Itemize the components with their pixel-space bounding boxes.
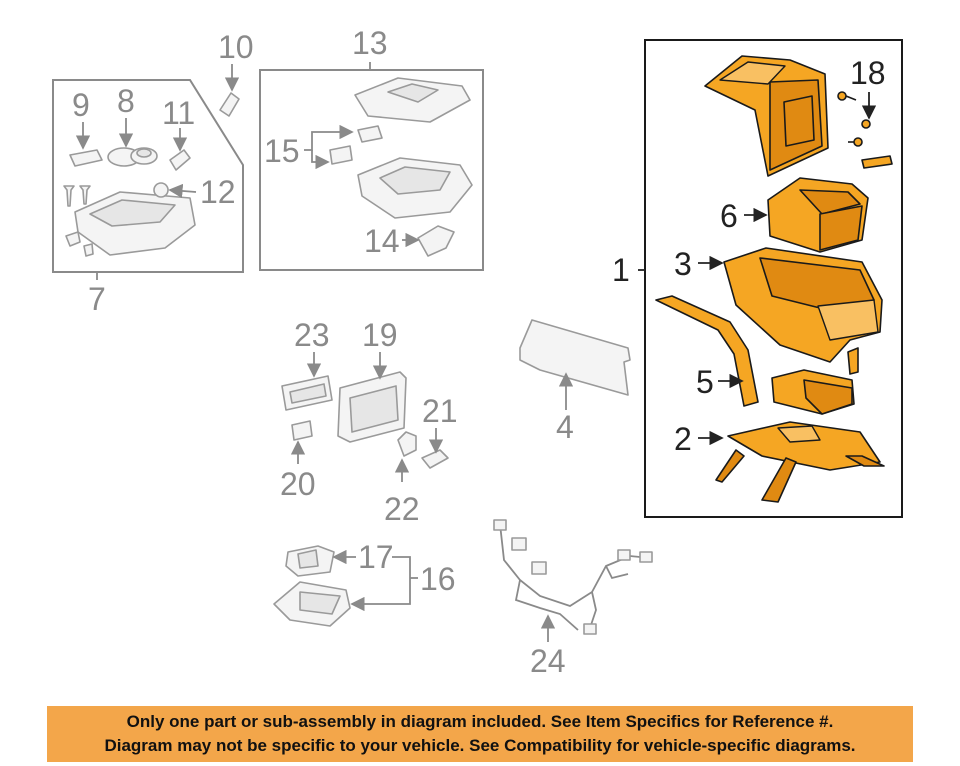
part-23-detail xyxy=(289,383,327,404)
callout-2: 2 xyxy=(674,421,692,457)
clip-part xyxy=(65,231,81,247)
part-6-storage-bin xyxy=(767,177,869,253)
part-9-switch xyxy=(69,149,103,167)
part-19-detail xyxy=(349,385,399,433)
group-13-lid-assembly: 13 15 14 xyxy=(259,25,484,271)
callout-7: 7 xyxy=(88,281,106,317)
part-14-latch xyxy=(417,225,455,257)
part-17-detail xyxy=(297,549,319,569)
part-18-screws xyxy=(837,91,893,169)
callout-4: 4 xyxy=(556,409,574,445)
part-4-panel: 4 xyxy=(519,319,631,445)
radio-control-parts: 23 19 20 22 21 xyxy=(280,317,458,527)
group-13-frame xyxy=(259,69,484,271)
callout-24: 24 xyxy=(530,643,566,679)
part-15-latch xyxy=(357,125,383,143)
callout-3: 3 xyxy=(674,246,692,282)
callout-9: 9 xyxy=(72,87,90,123)
disclaimer-line-1: Only one part or sub-assembly in diagram… xyxy=(126,712,834,731)
clip-part xyxy=(83,243,94,257)
lid-bin-detail xyxy=(379,166,451,195)
part-15-latch xyxy=(329,145,353,165)
group-1-frame xyxy=(644,39,903,518)
parts-diagram: 9 8 11 12 10 7 13 15 14 xyxy=(52,25,903,679)
callout-23: 23 xyxy=(294,317,330,353)
callout-8: 8 xyxy=(117,83,135,119)
parts-16-17-brackets: 17 16 xyxy=(273,539,456,627)
disclaimer-line-2: Diagram may not be specific to your vehi… xyxy=(104,736,856,755)
callout-18: 18 xyxy=(850,55,886,91)
tray-base-detail xyxy=(89,199,176,227)
callout-6: 6 xyxy=(720,198,738,234)
part-10-bulb xyxy=(219,92,240,117)
group-7-frame xyxy=(52,79,244,273)
callout-10: 10 xyxy=(218,29,254,65)
part-11-plug xyxy=(169,149,191,171)
callout-19: 19 xyxy=(362,317,398,353)
callout-12: 12 xyxy=(200,174,236,210)
callout-13: 13 xyxy=(352,25,388,61)
group-1-console-assembly: 1 18 6 xyxy=(612,39,903,518)
bolt-part xyxy=(63,185,75,207)
part-12-nut xyxy=(153,182,169,198)
part-8-cupholder xyxy=(107,147,158,167)
part-2-bracket xyxy=(715,421,885,503)
part-24-wiring-harness: 24 xyxy=(493,519,653,679)
callout-16: 16 xyxy=(420,561,456,597)
console-module-part xyxy=(771,369,855,415)
callout-1: 1 xyxy=(612,252,630,288)
group-7-tray-assembly: 9 8 11 12 10 7 xyxy=(52,29,254,317)
callout-17: 17 xyxy=(358,539,394,575)
part-20-switch xyxy=(291,420,313,441)
callout-11: 11 xyxy=(162,95,195,131)
part-21-bulb xyxy=(421,449,449,469)
callout-20: 20 xyxy=(280,466,316,502)
bolt-part xyxy=(79,185,91,205)
rear-console-panel-part xyxy=(704,55,829,177)
part-22-socket xyxy=(397,431,417,457)
callout-15: 15 xyxy=(264,133,300,169)
callout-21: 21 xyxy=(422,393,458,429)
callout-22: 22 xyxy=(384,491,420,527)
callout-14: 14 xyxy=(364,223,400,259)
part-5-side-trim xyxy=(655,295,759,407)
part-16-detail xyxy=(299,591,341,615)
callout-5: 5 xyxy=(696,364,714,400)
disclaimer-banner: Only one part or sub-assembly in diagram… xyxy=(47,706,913,762)
part-3-console-body xyxy=(723,247,883,375)
lid-detail xyxy=(387,83,439,103)
